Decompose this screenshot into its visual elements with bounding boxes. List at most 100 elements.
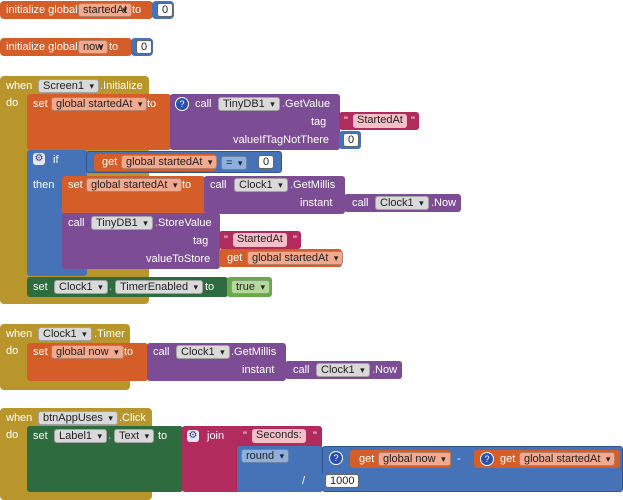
- number-value[interactable]: 1000: [325, 474, 360, 488]
- text-block-startedAt[interactable]: " StartedAt ": [219, 231, 301, 249]
- get-global-startedAt-block[interactable]: ? get global startedAt: [474, 450, 620, 468]
- number-value[interactable]: 0: [343, 133, 360, 147]
- round-dropdown[interactable]: round: [241, 449, 290, 463]
- set-label: set: [68, 179, 83, 191]
- dot-separator: .: [108, 430, 112, 442]
- call-label: call: [195, 98, 212, 110]
- number-value[interactable]: 0: [258, 155, 275, 169]
- set-label: set: [33, 346, 48, 358]
- event-name-click: .Click: [119, 412, 146, 424]
- init-global-startedAt-block[interactable]: initialize global startedAt to: [0, 1, 153, 19]
- set-label1-text-block[interactable]: set Label1 . Text to: [27, 426, 183, 492]
- method-getmillis: .GetMillis: [290, 179, 336, 191]
- do-label: do: [6, 345, 19, 357]
- text-value[interactable]: StartedAt: [233, 233, 287, 247]
- component-dropdown-clock1[interactable]: Clock1: [375, 196, 429, 210]
- get-label: get: [359, 453, 375, 465]
- var-name-startedAt[interactable]: startedAt: [78, 3, 133, 17]
- number-block-1000[interactable]: 1000: [322, 472, 360, 490]
- get-var-dropdown[interactable]: global now: [378, 452, 451, 466]
- help-icon[interactable]: ?: [480, 452, 494, 466]
- number-block-0[interactable]: 0: [339, 131, 361, 149]
- text-value[interactable]: StartedAt: [353, 114, 407, 128]
- component-dropdown-clock1[interactable]: Clock1: [234, 178, 288, 192]
- quote-open: ": [243, 430, 247, 442]
- logic-value-dropdown[interactable]: true: [231, 280, 270, 294]
- set-global-startedAt-block-2[interactable]: set global startedAt to: [62, 176, 205, 214]
- tinydb-storevalue-block[interactable]: call TinyDB1 .StoreValue tag valueToStor…: [62, 213, 220, 269]
- instant-label: instant: [300, 197, 333, 209]
- property-dropdown-timerenabled[interactable]: TimerEnabled: [115, 280, 204, 294]
- call-label: call: [293, 364, 310, 376]
- component-dropdown-clock1[interactable]: Clock1: [176, 345, 230, 359]
- get-var-dropdown[interactable]: global startedAt: [247, 251, 344, 265]
- get-label: get: [102, 156, 118, 168]
- set-var-dropdown[interactable]: global now: [51, 345, 124, 359]
- call-label: call: [153, 346, 170, 358]
- to-label: to: [158, 430, 168, 442]
- help-icon[interactable]: ?: [329, 451, 343, 465]
- logic-true-block[interactable]: true: [227, 277, 272, 297]
- set-var-dropdown[interactable]: global startedAt: [86, 178, 183, 192]
- when-label: when: [6, 412, 33, 424]
- property-dropdown-text[interactable]: Text: [114, 429, 155, 443]
- value-if-tag-not-there-label: valueIfTagNotThere: [233, 134, 329, 146]
- do-label: do: [6, 429, 19, 441]
- tag-label: tag: [311, 116, 327, 128]
- set-global-now-block[interactable]: set global now to: [27, 343, 148, 381]
- gear-icon[interactable]: ⚙: [33, 153, 45, 165]
- to-label: to: [109, 41, 119, 53]
- get-var-dropdown[interactable]: global startedAt: [121, 155, 218, 169]
- method-storevalue: .StoreValue: [155, 217, 212, 229]
- get-var-dropdown[interactable]: global startedAt: [519, 452, 616, 466]
- clock-now-block[interactable]: call Clock1 .Now: [344, 194, 461, 212]
- get-global-startedAt-block[interactable]: get global startedAt: [219, 249, 344, 267]
- quote-open: ": [344, 115, 348, 127]
- help-icon[interactable]: ?: [175, 97, 189, 111]
- component-dropdown-tinydb1[interactable]: TinyDB1: [91, 216, 153, 230]
- component-dropdown-tinydb1[interactable]: TinyDB1: [218, 97, 280, 111]
- instant-label: instant: [242, 364, 275, 376]
- set-label: set: [33, 98, 48, 110]
- number-value[interactable]: 0: [136, 40, 153, 54]
- get-global-startedAt-block[interactable]: get global startedAt: [94, 154, 218, 171]
- component-dropdown-label1[interactable]: Label1: [54, 429, 108, 443]
- var-name-now[interactable]: now: [78, 40, 109, 54]
- component-dropdown-clock1[interactable]: Clock1: [316, 363, 370, 377]
- gear-icon[interactable]: ⚙: [187, 430, 199, 442]
- then-label: then: [33, 179, 55, 191]
- number-block-0[interactable]: 0: [152, 1, 174, 19]
- clock-getmillis-block[interactable]: call Clock1 .GetMillis instant: [147, 343, 286, 381]
- event-name-timer: .Timer: [94, 328, 125, 340]
- to-label: to: [132, 4, 142, 16]
- join-label: join: [207, 430, 225, 442]
- get-global-now-block[interactable]: get global now: [350, 450, 451, 468]
- method-now: .Now: [372, 364, 398, 376]
- quote-close: ": [313, 430, 317, 442]
- component-dropdown-clock1[interactable]: Clock1: [54, 280, 108, 294]
- clock-now-block[interactable]: call Clock1 .Now: [285, 361, 402, 379]
- set-global-startedAt-block[interactable]: set global startedAt to: [27, 94, 171, 150]
- math-round-block[interactable]: round: [237, 446, 323, 492]
- to-label: to: [147, 98, 157, 110]
- set-clock-timerenabled-block[interactable]: set Clock1 . TimerEnabled to: [27, 277, 228, 297]
- call-label: call: [68, 217, 85, 229]
- dot-separator: .: [109, 281, 113, 293]
- text-value[interactable]: Seconds:: [252, 429, 306, 443]
- init-global-now-block[interactable]: initialize global now to: [0, 38, 132, 56]
- number-value[interactable]: 0: [157, 3, 174, 17]
- component-dropdown-screen1[interactable]: Screen1: [38, 79, 99, 93]
- component-dropdown-clock1[interactable]: Clock1: [38, 327, 92, 341]
- compare-op-dropdown[interactable]: =: [221, 156, 248, 170]
- clock-getmillis-block[interactable]: call Clock1 .GetMillis instant: [204, 176, 345, 214]
- minus-operator: -: [457, 453, 461, 465]
- method-getvalue: .GetValue: [282, 98, 331, 110]
- text-block-seconds[interactable]: " Seconds: ": [237, 427, 322, 445]
- number-block-0[interactable]: 0: [131, 38, 153, 56]
- tag-label: tag: [193, 235, 209, 247]
- tinydb-getvalue-block[interactable]: ? call TinyDB1 .GetValue tag valueIfTagN…: [170, 94, 340, 150]
- number-block-0[interactable]: 0: [254, 154, 276, 171]
- component-dropdown-btnappuses[interactable]: btnAppUses: [38, 411, 118, 425]
- text-block-startedAt[interactable]: " StartedAt ": [339, 112, 419, 130]
- set-var-dropdown[interactable]: global startedAt: [51, 97, 148, 111]
